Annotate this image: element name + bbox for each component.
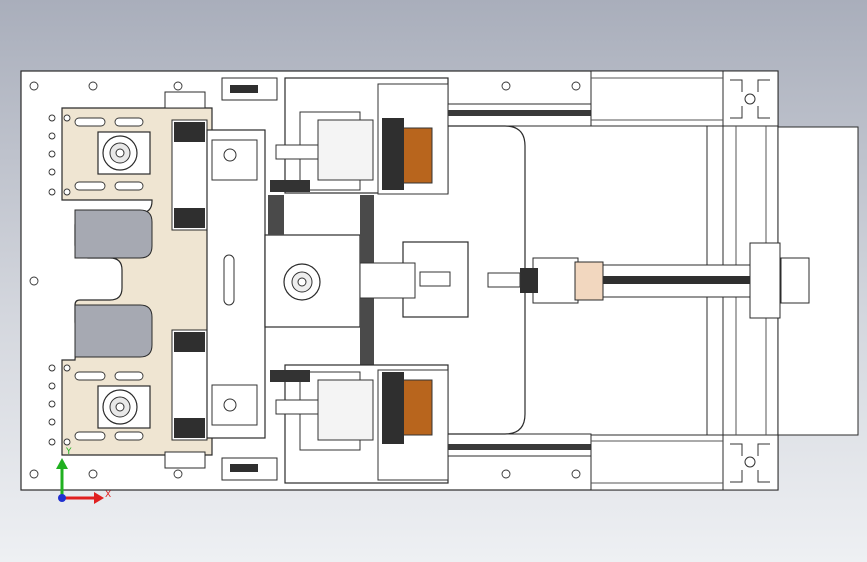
center-block	[264, 234, 361, 328]
bracket-cutout-upper	[74, 209, 153, 259]
bearing-lower	[97, 385, 151, 429]
clamp-lower	[270, 364, 449, 484]
y-axis-label: Y	[65, 447, 72, 457]
push-plate	[359, 241, 469, 318]
rails	[447, 103, 592, 457]
bearing-upper	[97, 131, 151, 175]
pneumatic-cylinder	[487, 242, 810, 319]
small-cylinders	[164, 77, 278, 481]
x-axis-label: X	[105, 490, 111, 500]
coordinate-triad-icon	[56, 458, 104, 504]
bracket-slots	[48, 114, 144, 446]
center-rail-left	[268, 195, 284, 235]
bracket-cutout-lower	[74, 304, 153, 358]
profile-frame	[590, 70, 779, 491]
clamp-upper	[270, 77, 449, 195]
guide-blocks	[171, 119, 208, 441]
slide-column	[206, 129, 266, 439]
